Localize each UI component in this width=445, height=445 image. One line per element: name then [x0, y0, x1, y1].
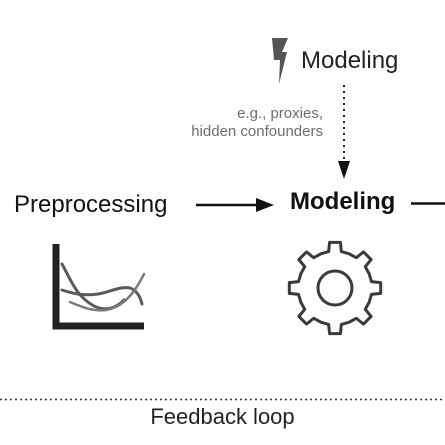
gear-hole [316, 269, 354, 307]
right-arrow [196, 198, 274, 212]
gear-outline [287, 240, 383, 336]
lightning-bolt-icon [272, 38, 288, 84]
feedback-divider [0, 398, 445, 401]
modeling-label: Modeling [290, 188, 396, 215]
top-stage-label: Modeling [301, 47, 399, 74]
note-line-1: e.g., proxies, [237, 105, 323, 122]
continuation-dash [411, 202, 445, 205]
preprocessing-label: Preprocessing [14, 191, 168, 218]
gear-icon [287, 240, 383, 336]
feedback-loop-label: Feedback loop [150, 404, 295, 429]
dotted-down-arrow [338, 85, 350, 179]
line-chart-icon [52, 244, 146, 330]
note-line-2: hidden confounders [191, 123, 323, 140]
